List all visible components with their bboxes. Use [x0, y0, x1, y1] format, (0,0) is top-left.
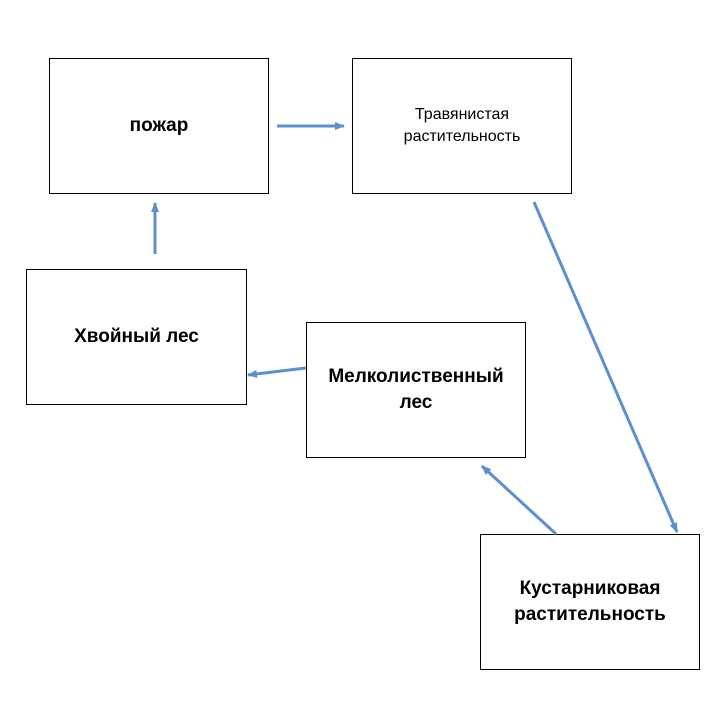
- node-coniferous-forest: Хвойный лес: [26, 269, 247, 405]
- arrow-small-leaved-to-coniferous: [247, 366, 307, 378]
- arrow-grass-to-shrub: [532, 201, 679, 533]
- arrow-shrub-to-small-leaved: [480, 464, 558, 536]
- node-small-leaved-forest: Мелколиственный лес: [306, 322, 526, 458]
- node-grass-vegetation: Травянистая растительность: [352, 58, 572, 194]
- node-coniferous-forest-label: Хвойный лес: [74, 326, 199, 348]
- node-fire: пожар: [49, 58, 269, 194]
- node-small-leaved-forest-label: Мелколиственный лес: [328, 366, 504, 413]
- node-fire-label: пожар: [129, 115, 189, 137]
- node-shrub-vegetation-label: Кустарниковая растительность: [514, 578, 666, 625]
- node-grass-vegetation-label: Травянистая растительность: [403, 106, 521, 145]
- node-shrub-vegetation: Кустарниковая растительность: [480, 534, 700, 670]
